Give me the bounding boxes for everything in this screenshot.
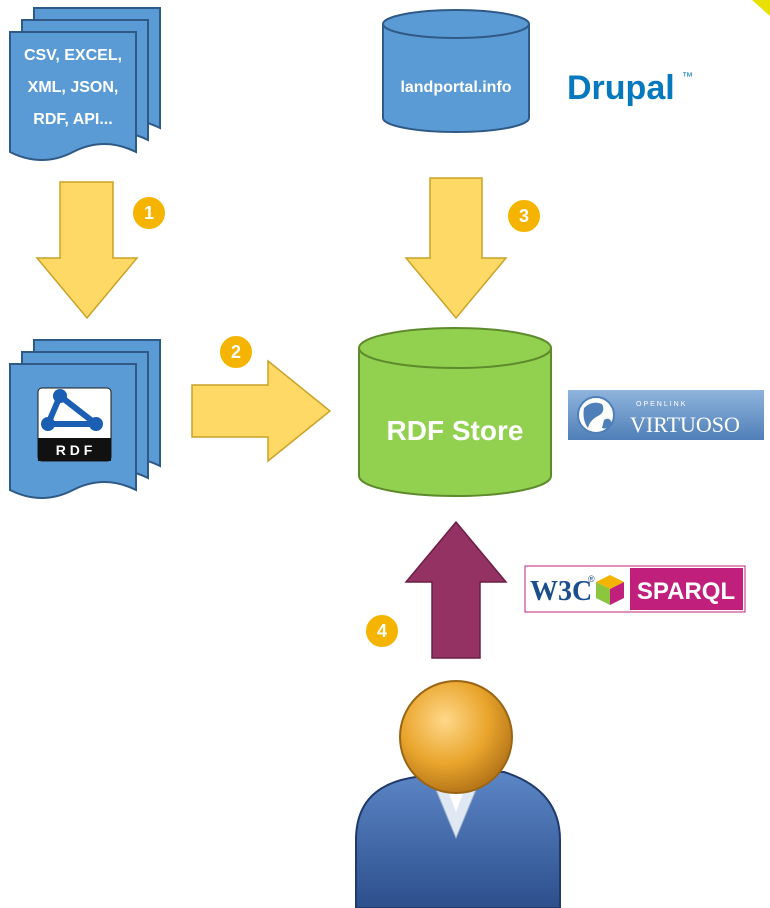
step-1-badge: 1 [131,195,167,231]
arrow-step-1 [35,181,139,320]
w3c-registered-mark: ® [588,574,595,584]
virtuoso-logo: OPENLINK VIRTUOSO [568,390,764,440]
source-files-document-stack: CSV, EXCEL, XML, JSON, RDF, API... [9,7,161,161]
svg-text:3: 3 [519,206,529,226]
drupal-logo-text: Drupal [567,69,675,107]
rdf-logo-icon: R D F [37,387,112,462]
step-3-badge: 3 [506,198,542,234]
cube-icon [596,575,624,605]
arrow-step-4-query [404,520,508,659]
svg-text:1: 1 [144,203,154,223]
step-4-badge: 4 [364,613,400,649]
landportal-label: landportal.info [400,79,511,96]
arrow-step-3 [404,177,508,320]
arrow-step-2 [191,359,332,463]
globe-icon [577,396,615,434]
virtuoso-big-text: VIRTUOSO [630,412,740,437]
rdf-logo-label: R D F [56,442,93,458]
step-2-badge: 2 [218,334,254,370]
drupal-logo-trademark: ™ [682,71,693,83]
sparql-text: SPARQL [637,578,735,605]
svg-text:2: 2 [231,342,241,362]
w3c-sparql-logo: W3C ® SPARQL [524,565,746,613]
corner-accent [752,0,770,16]
source-formats-line-2: XML, JSON, [28,79,119,96]
virtuoso-small-text: OPENLINK [636,401,687,408]
rdf-store-database: RDF Store [358,327,552,497]
drupal-logo: Drupal ™ [567,69,693,107]
source-formats-line-3: RDF, API... [33,111,112,128]
rdf-store-label: RDF Store [387,415,524,446]
landportal-database: landportal.info [382,9,530,133]
svg-text:4: 4 [377,621,387,641]
w3c-text: W3C [530,576,592,607]
source-formats-line-1: CSV, EXCEL, [24,47,122,64]
user-avatar-icon [355,680,561,908]
